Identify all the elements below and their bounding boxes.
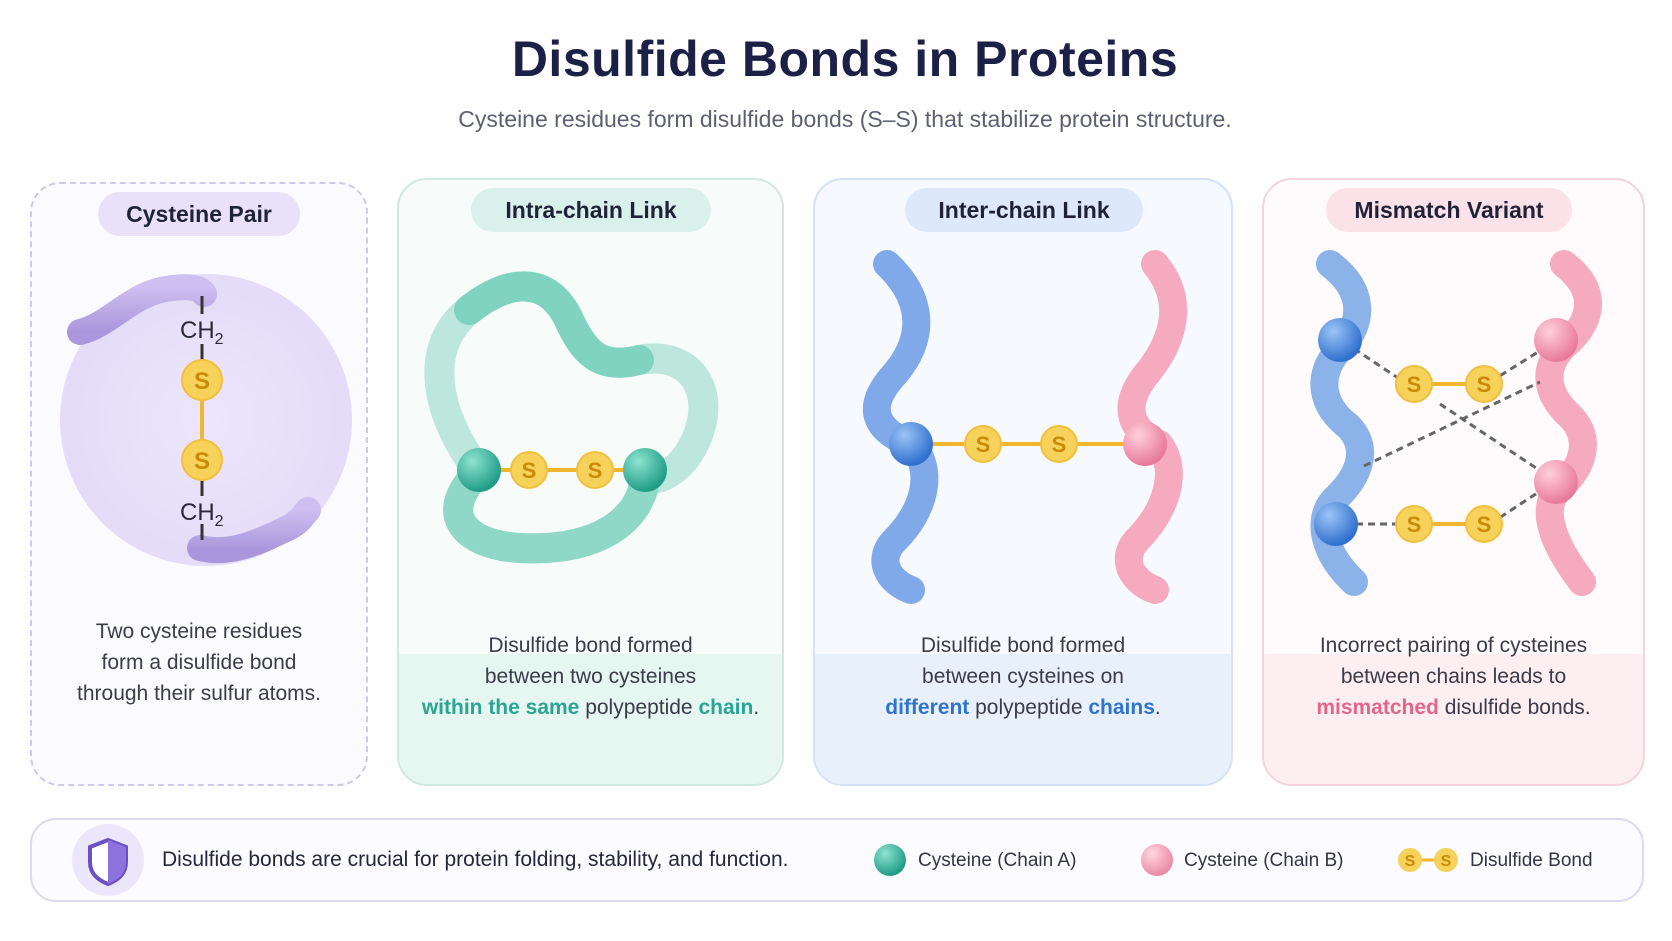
svg-text:S: S	[1405, 853, 1416, 870]
shield-icon	[88, 837, 128, 887]
cysteine-chain-b	[1534, 460, 1578, 504]
panel-title-intra-chain: Intra-chain Link	[471, 188, 711, 232]
sulfur-atom	[1395, 365, 1433, 403]
sulfur-atom	[1465, 365, 1503, 403]
sulfur-atom	[576, 451, 614, 489]
cysteine-chain-a	[1318, 318, 1362, 362]
mismatch-dashed-bond	[1439, 402, 1555, 482]
page-title: Disulfide Bonds in Proteins	[511, 31, 1179, 87]
sulfur-label: S	[588, 458, 603, 483]
background-circle	[60, 274, 352, 566]
sulfur-atom	[1040, 425, 1078, 463]
panel-title-mismatch: Mismatch Variant	[1326, 188, 1572, 232]
footer-bar: S S Disulfide bonds are crucial for prot…	[30, 818, 1644, 902]
panel-description: Disulfide bond formed between two cystei…	[421, 634, 760, 719]
sulfur-label: S	[1407, 372, 1422, 397]
panel-intra-chain-link: Intra-chain Link S S Disulfide bond form…	[397, 178, 784, 786]
footer-message: Disulfide bonds are crucial for protein …	[162, 848, 789, 871]
page-subtitle: Cysteine residues form disulfide bonds (…	[458, 106, 1232, 132]
sulfur-label: S	[1052, 432, 1067, 457]
sulfur-label: S	[194, 448, 210, 475]
cysteine-chain-b	[1123, 422, 1167, 466]
sulfur-atom	[1465, 505, 1503, 543]
ch2-label-bottom: CH2	[180, 499, 224, 530]
legend-cysteine-chain-b-swatch	[1141, 844, 1173, 876]
polypeptide-loop-highlight	[443, 457, 660, 564]
polypeptide-loop-highlight	[454, 271, 654, 378]
footer-art: S S	[72, 824, 1458, 896]
cysteine-chain-a	[623, 448, 667, 492]
panel-title-cysteine-pair: Cysteine Pair	[98, 192, 300, 236]
sulfur-atom	[964, 425, 1002, 463]
sulfur-atom	[181, 359, 223, 401]
panel-inter-chain-link: Inter-chain Link S S Disulfide bond form…	[813, 178, 1233, 786]
sulfur-label: S	[1477, 512, 1492, 537]
sulfur-atom	[181, 439, 223, 481]
polypeptide-chain-b	[1535, 250, 1602, 596]
legend-label-chain-b: Cysteine (Chain B)	[1184, 850, 1344, 871]
panel-mismatch-variant: Mismatch Variant S S S	[1262, 178, 1645, 786]
peptide-backbone-bottom	[187, 497, 321, 564]
intra-chain-diagram: S S	[424, 271, 719, 564]
cysteine-chain-b	[1534, 318, 1578, 362]
inter-chain-diagram: S S	[862, 250, 1188, 604]
panel-cysteine-pair: Cysteine Pair CH2 S S CH2	[30, 182, 368, 786]
legend-label-chain-a: Cysteine (Chain A)	[918, 850, 1077, 871]
mismatch-dashed-bond	[1363, 380, 1541, 468]
panel-description: Incorrect pairing of cysteines between c…	[1316, 634, 1591, 719]
panel-description: Two cysteine residues form a disulfide b…	[77, 620, 321, 705]
cysteine-chain-a	[1314, 502, 1358, 546]
sulfur-atom	[1395, 505, 1433, 543]
cysteine-chain-a	[889, 422, 933, 466]
legend-cysteine-chain-a-swatch	[874, 844, 906, 876]
panel-description: Disulfide bond formed between cysteines …	[885, 634, 1161, 719]
ch2-label-top: CH2	[180, 317, 224, 348]
peptide-backbone-top	[67, 274, 217, 345]
sulfur-label: S	[976, 432, 991, 457]
cysteine-chain-a	[457, 448, 501, 492]
sulfur-label: S	[194, 368, 210, 395]
legend-label-disulfide-bond: Disulfide Bond	[1470, 850, 1593, 871]
mismatch-diagram: S S S S	[1310, 250, 1602, 596]
sulfur-label: S	[522, 458, 537, 483]
cysteine-pair-diagram: CH2 S S CH2	[60, 274, 352, 566]
legend-disulfide-bond-swatch: S S	[1398, 848, 1458, 872]
panel-title-inter-chain: Inter-chain Link	[905, 188, 1143, 232]
sulfur-label: S	[1407, 512, 1422, 537]
svg-text:S: S	[1441, 853, 1452, 870]
sulfur-atom	[510, 451, 548, 489]
sulfur-label: S	[1477, 372, 1492, 397]
